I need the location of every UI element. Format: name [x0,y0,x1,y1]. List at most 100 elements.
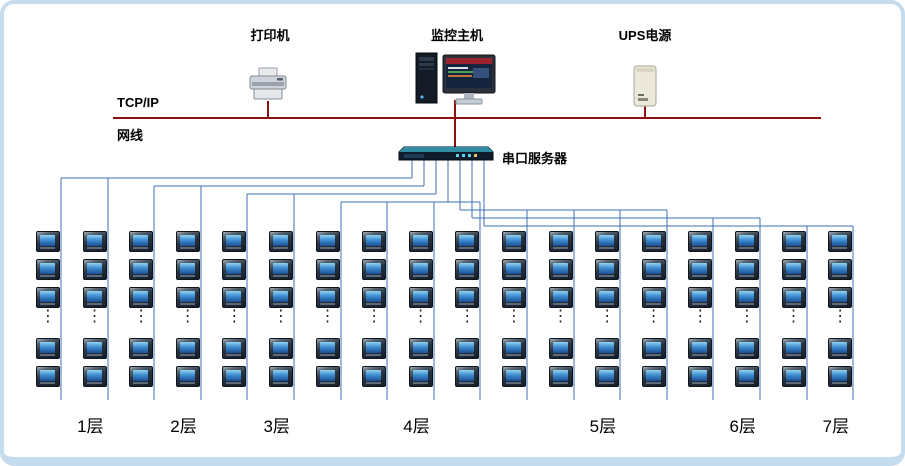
power-meter [222,231,247,252]
power-meter [36,287,60,308]
column-ellipsis: ⋮ [785,308,802,325]
power-meter [502,231,526,252]
power-meter [36,338,60,359]
power-meter [548,259,573,280]
power-meter [362,338,387,359]
power-meter [269,259,293,280]
column-ellipsis: ⋮ [319,308,336,325]
column-ellipsis: ⋮ [133,308,150,325]
power-meter [502,366,526,387]
power-meter [269,338,293,359]
serial-server-icon [398,144,494,169]
power-meter [408,259,433,280]
column-ellipsis: ⋮ [832,308,849,325]
column-ellipsis: ⋮ [459,308,476,325]
power-meter [269,366,293,387]
power-meter [315,366,340,387]
power-meter [222,366,247,387]
serial-server-label: 串口服务器 [502,151,568,166]
power-meter [269,231,293,252]
power-meter [175,366,200,387]
power-meter [781,231,806,252]
power-meter [688,231,713,252]
power-meter [641,366,666,387]
floor-label: 2层 [170,417,197,436]
power-meter [548,366,573,387]
power-meter [175,287,200,308]
power-meter [82,287,107,308]
power-meter [688,338,713,359]
floor-label: 4层 [403,417,430,436]
power-meter [781,287,806,308]
column-ellipsis: ⋮ [273,308,289,325]
column-ellipsis: ⋮ [179,308,196,325]
column-ellipsis: ⋮ [599,308,616,325]
power-meter [641,287,666,308]
floor-label: 3层 [263,417,290,436]
ups-icon [631,64,659,113]
power-meter [781,366,806,387]
power-meter [222,259,247,280]
power-meter [408,287,433,308]
power-meter [362,259,387,280]
power-meter [455,366,480,387]
power-meter [315,231,340,252]
power-meter [735,287,759,308]
power-meter [641,338,666,359]
printer-label: 打印机 [250,28,290,43]
power-meter [36,231,60,252]
power-meter [735,366,759,387]
power-meter [688,287,713,308]
power-meter [175,231,200,252]
power-meter [502,338,526,359]
power-meter [828,366,853,387]
cable-label: 网线 [117,128,144,143]
power-meter [595,259,620,280]
power-meter [595,366,620,387]
column-ellipsis: ⋮ [645,308,662,325]
power-meter [828,259,853,280]
power-meter [595,231,620,252]
power-meter [269,287,293,308]
floor-label: 1层 [77,417,104,436]
power-meter [129,338,154,359]
power-meter [36,366,60,387]
column-ellipsis: ⋮ [739,308,755,325]
power-meter [828,338,853,359]
power-meter [781,338,806,359]
power-meter [595,287,620,308]
power-meter [129,366,154,387]
power-meter [828,287,853,308]
power-meter [408,338,433,359]
column-ellipsis: ⋮ [412,308,429,325]
power-meter [82,338,107,359]
power-meter [82,366,107,387]
power-meter [548,338,573,359]
floor-label: 5层 [589,417,617,436]
power-meter [362,231,387,252]
power-meter [455,231,480,252]
power-meter [455,338,480,359]
power-meter [222,338,247,359]
column-ellipsis: ⋮ [692,308,709,325]
power-meter [548,231,573,252]
power-meter [362,366,387,387]
column-ellipsis: ⋮ [86,308,103,325]
column-ellipsis: ⋮ [506,308,522,325]
power-meter [641,231,666,252]
floor-label: 7层 [822,417,850,436]
host-label: 监控主机 [430,28,484,43]
host-icon [413,50,499,115]
power-meter [362,287,387,308]
power-meter [548,287,573,308]
power-meter [688,366,713,387]
power-meter [129,287,154,308]
power-meter [175,259,200,280]
power-meter [36,259,60,280]
column-ellipsis: ⋮ [226,308,243,325]
power-meter [315,338,340,359]
power-meter [502,259,526,280]
